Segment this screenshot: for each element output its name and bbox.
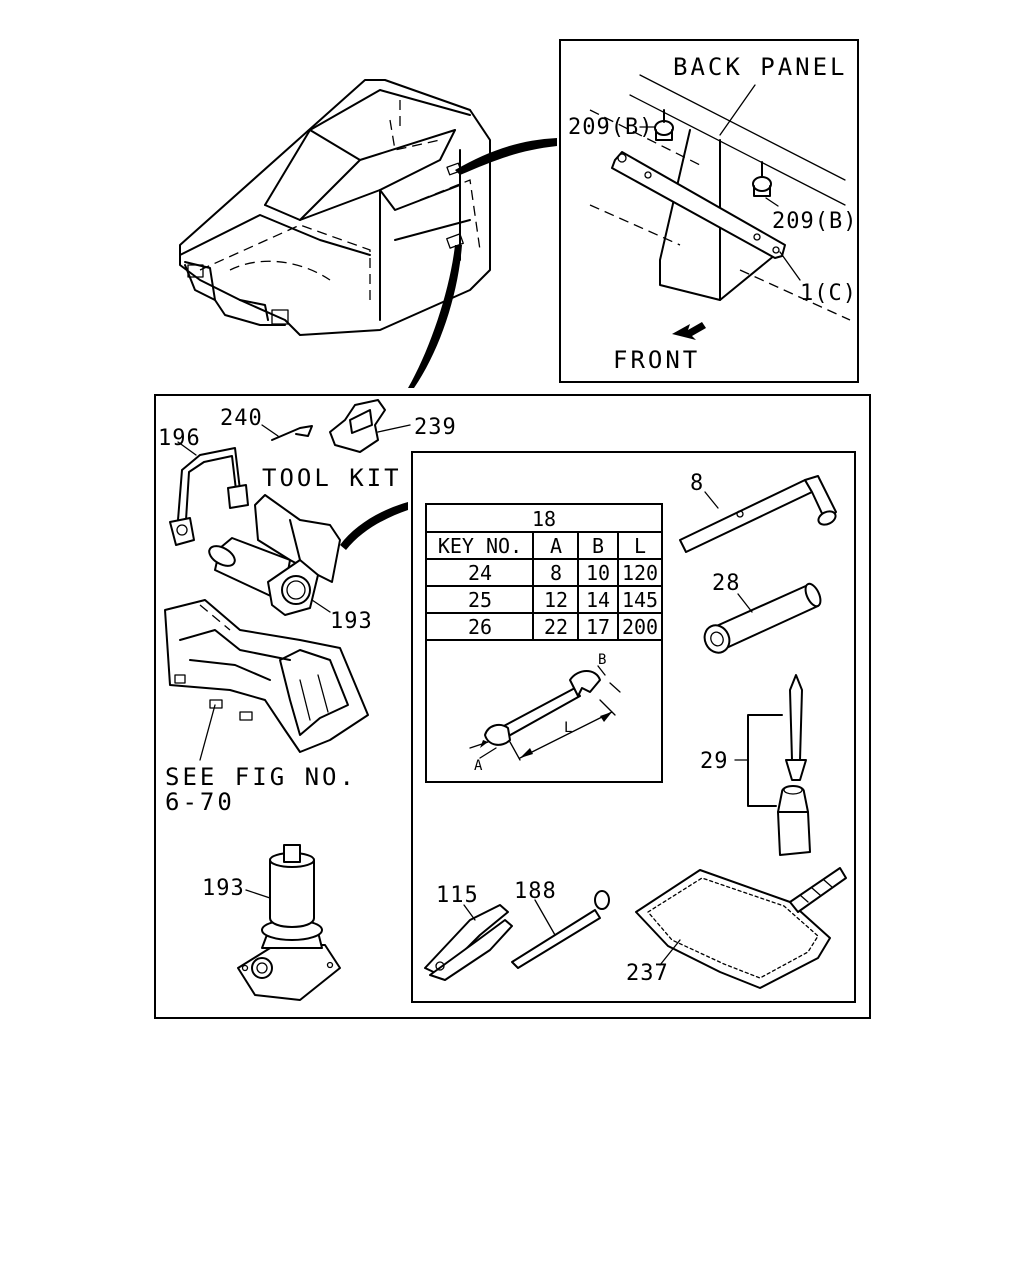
dim-label-l: L xyxy=(564,720,572,736)
floor-section xyxy=(164,599,369,761)
see-fig-line1: SEE FIG NO. xyxy=(165,763,357,791)
part-188-bar: 188 xyxy=(511,879,610,969)
part-115-pliers: 115 xyxy=(424,883,513,981)
part-193-jack-in-bag: 193 xyxy=(208,494,408,634)
part-29-screwdriver: 29 xyxy=(700,674,811,856)
table-cell: 24 xyxy=(468,561,492,585)
callout-240: 240 xyxy=(220,406,263,431)
table-cell: 17 xyxy=(586,615,610,639)
tool-kit-frame xyxy=(411,451,856,1003)
callout-193-upper: 193 xyxy=(330,609,373,634)
tool-kit-contents: 18 KEY NO. A B L 24 8 10 120 25 12 14 14… xyxy=(411,451,856,1003)
table-cell: 120 xyxy=(622,561,658,585)
table-cell: 14 xyxy=(586,588,610,612)
table-cell: 22 xyxy=(544,615,568,639)
part-28-box-wrench: 28 xyxy=(703,571,822,654)
table-cell: 25 xyxy=(468,588,492,612)
callout-8: 8 xyxy=(690,471,704,496)
table-cell: 26 xyxy=(468,615,492,639)
table-cell: 8 xyxy=(550,561,562,585)
part-193-jack: 193 xyxy=(202,844,341,1001)
part-239-clip: 239 xyxy=(329,399,457,453)
callout-1c: 1(C) xyxy=(800,281,857,306)
dim-label-b: B xyxy=(598,652,606,668)
callout-193-lower: 193 xyxy=(202,876,245,901)
table-cell: 12 xyxy=(544,588,568,612)
part-8-wheel-wrench: 8 xyxy=(679,471,837,553)
tool-kit-panel: 240 239 196 xyxy=(154,394,871,1019)
callout-239: 239 xyxy=(414,415,457,440)
callout-209b-lower: 209(B) xyxy=(772,209,857,234)
table-cell: 200 xyxy=(622,615,658,639)
inset-frame xyxy=(559,39,859,383)
table-header-l: L xyxy=(634,534,646,558)
part-237-tool-bag: 237 xyxy=(626,867,847,989)
callout-28: 28 xyxy=(712,571,741,596)
callout-237: 237 xyxy=(626,961,669,986)
part-196-strap: 196 xyxy=(158,426,249,546)
open-end-wrench-icon: A B L xyxy=(469,652,621,774)
front-label: FRONT xyxy=(613,346,700,374)
callout-29: 29 xyxy=(700,749,729,774)
see-fig-line2: 6-70 xyxy=(165,788,235,816)
table-cell: 10 xyxy=(586,561,610,585)
table-header-a: A xyxy=(550,534,562,558)
tool-kit-label: TOOL KIT xyxy=(262,464,402,492)
back-panel-label: BACK PANEL xyxy=(673,53,848,81)
callout-196: 196 xyxy=(158,426,201,451)
callout-115: 115 xyxy=(436,883,479,908)
callout-188: 188 xyxy=(514,879,557,904)
table-header-key: KEY NO. xyxy=(438,534,522,558)
clip-209b-upper xyxy=(654,109,674,141)
callout-209b-upper: 209(B) xyxy=(568,115,653,140)
front-arrow-icon xyxy=(672,322,706,340)
vehicle-body-illustration xyxy=(179,79,557,388)
wrench-spec-table: 18 KEY NO. A B L 24 8 10 120 25 12 14 14… xyxy=(425,503,663,783)
clip-209b-lower xyxy=(752,161,772,197)
back-panel-inset: BACK PANEL FRONT 209(B) 209(B) 1(C) xyxy=(559,39,859,383)
part-240-pin: 240 xyxy=(220,406,313,441)
table-header-b: B xyxy=(592,534,604,558)
table-title: 18 xyxy=(532,507,556,531)
table-cell: 145 xyxy=(622,588,658,612)
dim-label-a: A xyxy=(474,758,483,774)
